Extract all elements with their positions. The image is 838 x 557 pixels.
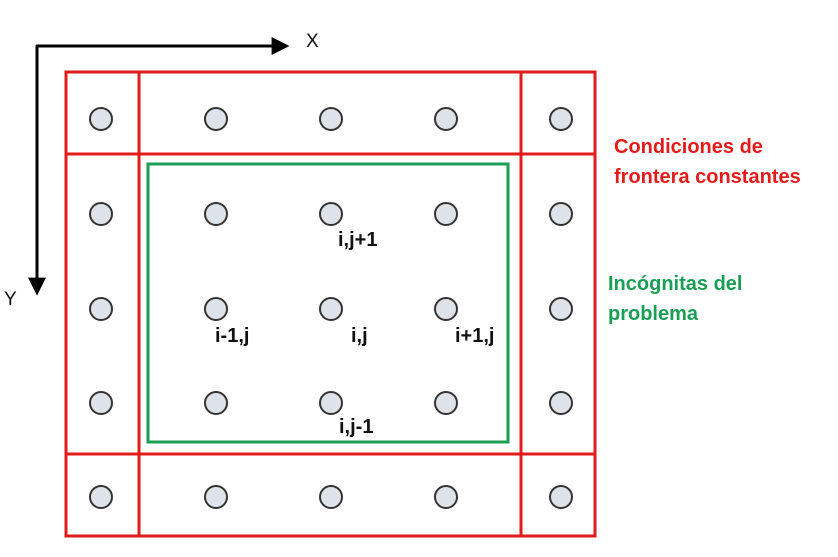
boundary-node-r4-c0	[89, 485, 113, 509]
boundary-node-r0-c3	[434, 107, 458, 131]
boundary-node-r0-c2	[319, 107, 343, 131]
x-axis-label: X	[306, 31, 319, 52]
grid-nodes	[89, 107, 573, 509]
boundary-node-r1-c0	[89, 202, 113, 226]
boundary-region	[64, 70, 597, 538]
boundary-node-r3-c4	[549, 391, 573, 415]
unknowns-legend-line-2: problema	[608, 303, 699, 325]
boundary-node-r1-c4	[549, 202, 573, 226]
unknown-node-r1-c2	[319, 202, 343, 226]
node-label-i-j: i,j	[351, 325, 368, 347]
boundary-node-r4-c2	[319, 485, 343, 509]
boundary-legend-line-1: Condiciones de	[614, 136, 763, 158]
boundary-conditions-legend: Condiciones de frontera constantes	[614, 132, 801, 192]
node-label-i-jminus1: i,j-1	[339, 416, 374, 438]
unknown-node-r2-c1	[204, 297, 228, 321]
boundary-node-r4-c3	[434, 485, 458, 509]
node-label-iplus1-j: i+1,j	[455, 325, 495, 347]
unknowns-legend: Incógnitas del problema	[608, 269, 742, 329]
unknown-node-r1-c1	[204, 202, 228, 226]
unknown-node-r2-c3	[434, 297, 458, 321]
boundary-outer-frame	[64, 70, 597, 538]
unknowns-legend-line-1: Incógnitas del	[608, 273, 743, 295]
unknown-node-r3-c1	[204, 391, 228, 415]
node-label-i-jplus1: i,j+1	[338, 229, 378, 251]
boundary-node-r0-c1	[204, 107, 228, 131]
boundary-legend-line-2: frontera constantes	[614, 166, 801, 188]
boundary-node-r4-c4	[549, 485, 573, 509]
unknown-node-r3-c2	[319, 391, 343, 415]
unknown-node-r3-c3	[434, 391, 458, 415]
unknown-node-r2-c2	[319, 297, 343, 321]
unknowns-region	[146, 162, 510, 444]
boundary-node-r2-c4	[549, 297, 573, 321]
node-label-iminus1-j: i-1,j	[215, 325, 250, 347]
boundary-node-r0-c0	[89, 107, 113, 131]
boundary-node-r0-c4	[549, 107, 573, 131]
boundary-node-r3-c0	[89, 391, 113, 415]
boundary-node-r2-c0	[89, 297, 113, 321]
unknown-node-r1-c3	[434, 202, 458, 226]
boundary-node-r4-c1	[204, 485, 228, 509]
y-axis-label: Y	[4, 289, 17, 310]
